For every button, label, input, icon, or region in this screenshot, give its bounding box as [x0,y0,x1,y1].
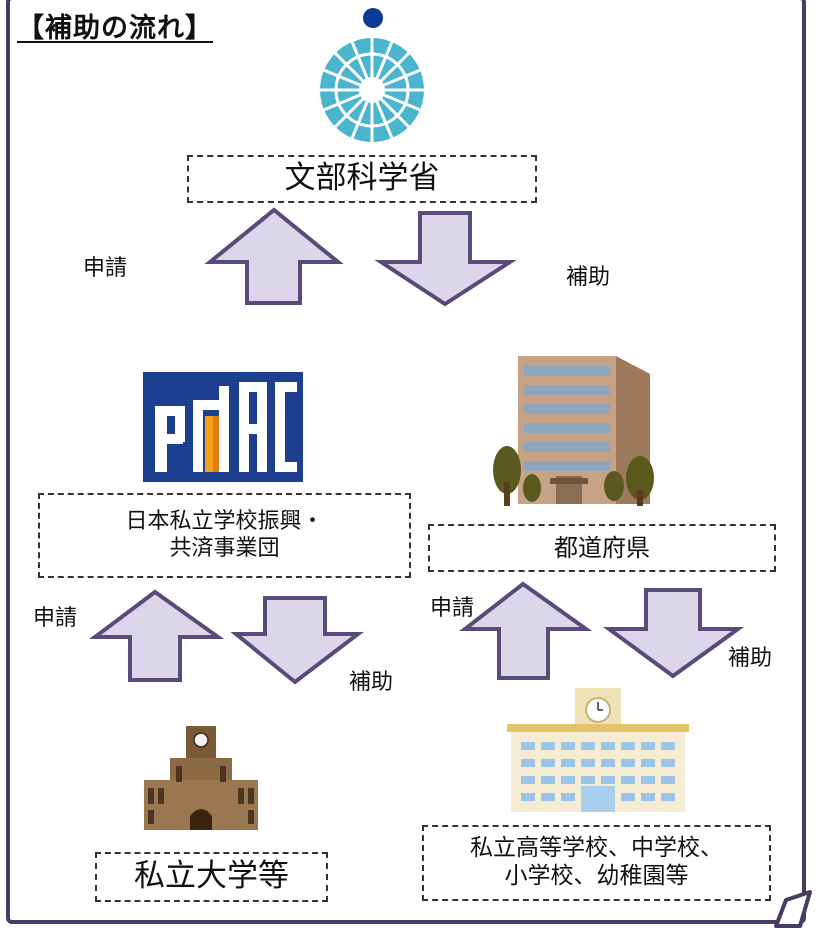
foundation-box: 日本私立学校振興・ 共済事業団 [38,493,411,578]
page-corner-icon [774,890,812,928]
pmac-logo-icon [143,372,303,482]
apply-label-top: 申請 [83,256,128,281]
apply-arrow-top [204,207,344,305]
apply-label-right: 申請 [430,596,475,621]
school-building-icon [507,688,689,812]
ministry-box: 文部科学省 [187,155,537,203]
university-box: 私立大学等 [95,852,328,902]
mext-emblem-icon [320,8,424,142]
subsidy-arrow-top [374,211,517,307]
subsidy-label-left: 補助 [349,670,394,695]
apply-arrow-right [459,581,593,680]
page-title: 【補助の流れ】 [17,13,213,44]
subsidy-arrow-right [602,588,745,679]
government-building-icon [493,356,654,506]
apply-label-left: 申請 [33,606,78,631]
subsidy-label-top: 補助 [566,265,611,290]
apply-arrow-left [89,589,225,682]
school-box: 私立高等学校、中学校、 小学校、幼稚園等 [422,825,771,901]
subsidy-label-right: 補助 [728,646,773,671]
subsidy-arrow-left [230,596,364,685]
university-building-icon [144,726,258,830]
prefecture-box: 都道府県 [428,524,776,572]
